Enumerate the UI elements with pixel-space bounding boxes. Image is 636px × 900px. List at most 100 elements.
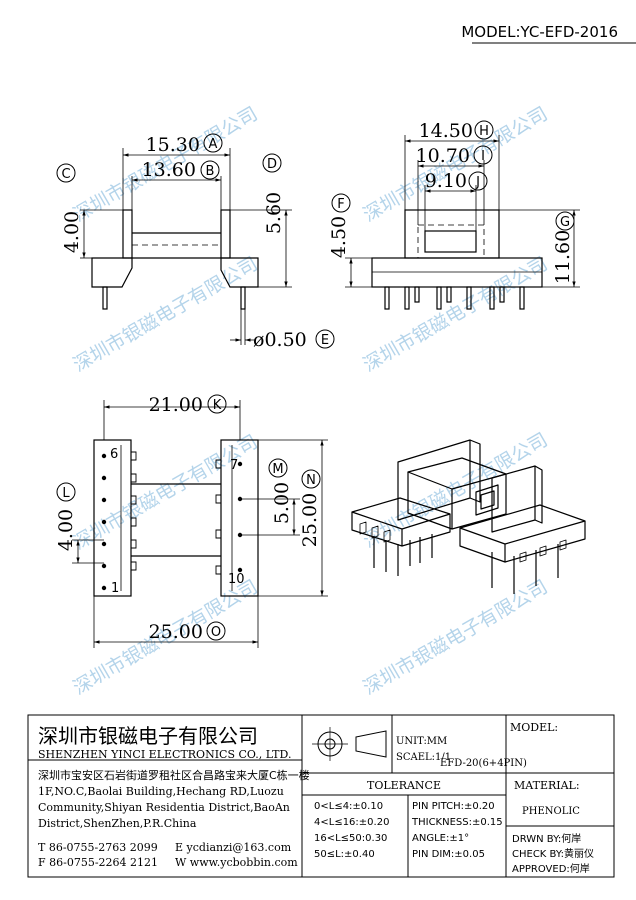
- watermark-layer: 深圳市银磁电子有限公司 深圳市银磁电子有限公司 深圳市银磁电子有限公司 深圳市银…: [70, 103, 552, 700]
- right-flange: [220, 209, 231, 259]
- tolerance-left-1: 4<L≤16:±0.20: [314, 817, 389, 828]
- projection-symbol: [312, 727, 387, 761]
- watermark-text: 深圳市银磁电子有限公司: [70, 253, 262, 377]
- callout-m-label: M: [272, 462, 283, 477]
- pin-hole: [101, 519, 107, 525]
- dim-k-value: 21.00: [149, 394, 203, 416]
- website-url: W www.ycbobbin.com: [175, 856, 298, 869]
- callout-h-label: H: [479, 124, 489, 139]
- dim-d-value: 5.60: [263, 192, 285, 234]
- callout-f: [331, 193, 351, 213]
- callout-c: [56, 163, 76, 183]
- callout-h: [474, 120, 494, 140]
- drawn-by: DRWN BY:何岸: [512, 832, 581, 845]
- front-base: [371, 257, 543, 288]
- model-value: EFD-20(6+4PIN): [440, 758, 527, 769]
- dim-m-value: 5.00: [271, 482, 293, 524]
- pin-hole: [101, 475, 107, 481]
- callout-f-label: F: [337, 197, 344, 212]
- callout-b-label: B: [206, 164, 215, 179]
- address-line-1: 深圳市宝安区石岩街道罗租社区合昌路宝来大厦C栋一楼: [38, 768, 310, 782]
- address-line-2: 1F,NO.C,Baolai Building,Hechang RD,Luozu: [38, 785, 284, 798]
- pin-hole: [237, 567, 243, 573]
- callout-c-label: C: [61, 167, 70, 182]
- callout-l-label: L: [62, 486, 70, 501]
- pin-hole: [101, 563, 107, 569]
- tolerance-left-2: 16<L≤50:0.30: [314, 833, 387, 844]
- address-line-3: Community,Shiyan Residentia District,Bao…: [38, 801, 290, 814]
- model-header: MODEL:YC-EFD-2016: [461, 23, 618, 41]
- dim-b-value: 13.60: [142, 159, 196, 181]
- callout-d: [262, 153, 282, 173]
- pin: [240, 286, 246, 310]
- side-view: [80, 148, 292, 345]
- dim-f-value: 4.50: [328, 216, 350, 258]
- callout-o-label: O: [211, 625, 221, 640]
- callout-o: [206, 621, 226, 641]
- dim-g-value: 11.60: [552, 230, 574, 284]
- tolerance-right-2: ANGLE:±1°: [412, 833, 469, 844]
- checked-by: CHECK BY:黄丽仪: [512, 847, 594, 860]
- callout-d-label: D: [267, 157, 277, 172]
- callout-a: [203, 133, 223, 153]
- right-base-top: [459, 504, 586, 545]
- title-block-frame: [27, 714, 615, 878]
- callout-j-label: J: [475, 175, 480, 190]
- pin-hole: [101, 453, 107, 459]
- callout-l: [56, 482, 76, 502]
- callout-e-label: E: [321, 333, 329, 348]
- watermark-text: 深圳市银磁电子有限公司: [360, 576, 552, 700]
- callout-a-label: A: [209, 137, 218, 152]
- watermark-text: 深圳市银磁电子有限公司: [360, 429, 552, 553]
- dim-o-value: 25.00: [149, 621, 203, 643]
- callout-g: [555, 211, 575, 231]
- callout-b: [200, 160, 220, 180]
- tolerance-title: TOLERANCE: [367, 779, 441, 792]
- scale-value: SCAEL:1/1: [396, 752, 451, 763]
- dim-a-value: 15.30: [146, 134, 200, 156]
- tel-number: T 86-0755-2763 2099: [38, 841, 158, 854]
- tolerance-left-3: 50≤L:±0.40: [314, 849, 375, 860]
- dim-j-value: 9.10: [425, 170, 467, 192]
- pin-1-label: 1: [111, 581, 119, 596]
- pin-10-label: 10: [228, 572, 245, 587]
- pin-hole: [237, 496, 243, 502]
- dim-n-value: 25.00: [299, 493, 321, 547]
- pin-hole: [101, 541, 107, 547]
- tolerance-right-0: PIN PITCH:±0.20: [412, 801, 495, 812]
- pin-hole: [101, 497, 107, 503]
- top-view: [72, 400, 328, 648]
- tolerance-right-1: THICKNESS:±0.15: [411, 817, 503, 828]
- left-base: [91, 257, 133, 288]
- company-name-en: SHENZHEN YINCI ELECTRONICS CO., LTD.: [38, 748, 291, 761]
- pin-hole: [237, 532, 243, 538]
- callout-m: [268, 458, 288, 478]
- left-flange: [122, 209, 133, 259]
- pin: [102, 286, 108, 310]
- callout-i-label: I: [481, 149, 485, 164]
- callout-g-label: G: [560, 215, 570, 230]
- title-block-text: 深圳市银磁电子有限公司 SHENZHEN YINCI ELECTRONICS C…: [38, 721, 594, 875]
- material-value: PHENOLIC: [522, 806, 580, 817]
- watermark-text: 深圳市银磁电子有限公司: [70, 431, 262, 555]
- dim-i-value: 10.70: [416, 145, 470, 167]
- callout-k: [207, 394, 227, 414]
- approved-by: APPROVED:何岸: [512, 862, 590, 875]
- email-address: E ycdianzi@163.com: [175, 841, 292, 854]
- core-block: [404, 209, 500, 259]
- dim-c-value: 4.00: [61, 211, 83, 253]
- core-window-hidden: [417, 224, 485, 259]
- top-view-labels: 6 1 7 10 21.00 K L 4.00 M 5.00 N 25.00 2…: [55, 394, 321, 643]
- core-window: [424, 230, 477, 253]
- dim-h-value: 14.50: [419, 120, 473, 142]
- isometric-view: [351, 439, 586, 594]
- callout-k-label: K: [213, 398, 222, 413]
- address-line-4: District,ShenZhen,P.R.China: [38, 817, 197, 830]
- pin-hole: [101, 585, 107, 591]
- callout-n-label: N: [306, 473, 316, 488]
- unit-value: UNIT:MM: [396, 736, 447, 747]
- dim-e-value: ø0.50: [253, 329, 307, 351]
- callout-e: [315, 329, 335, 349]
- front-view: [345, 135, 580, 310]
